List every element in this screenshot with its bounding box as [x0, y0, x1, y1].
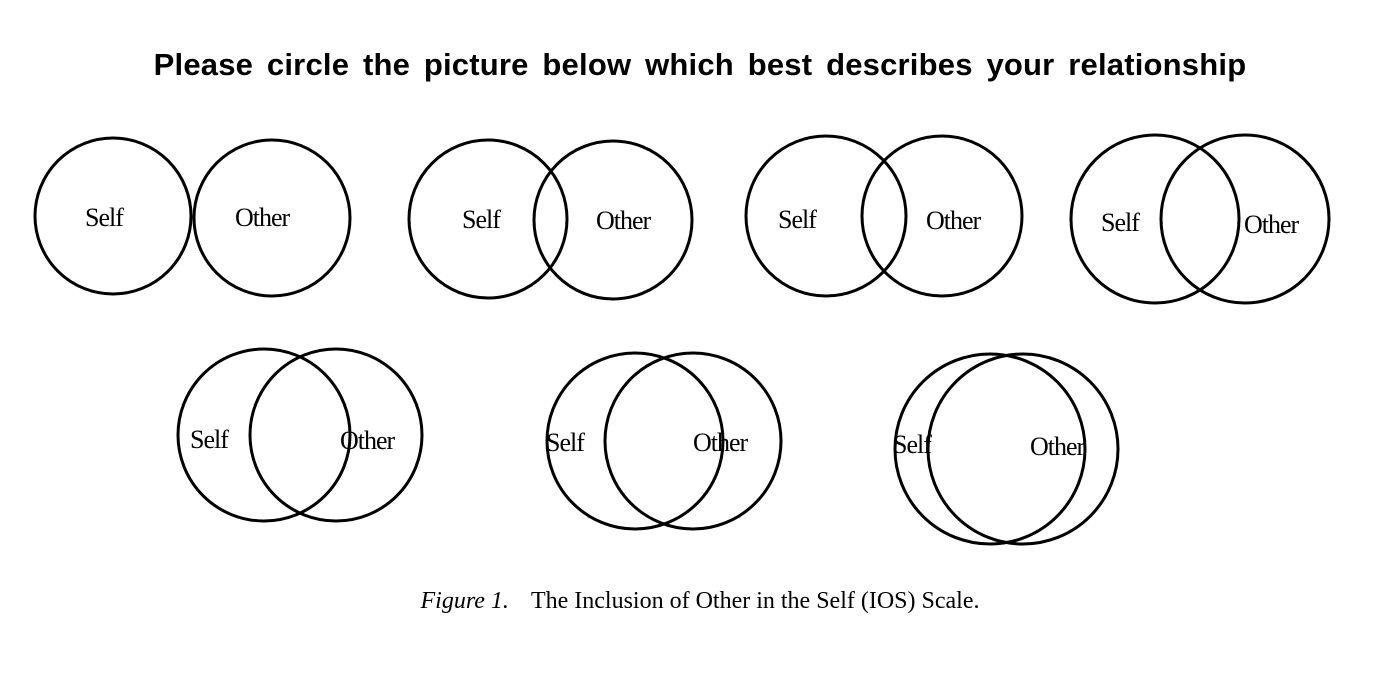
- self-circle: [744, 134, 908, 298]
- instruction-text: Please circle the picture below which be…: [153, 47, 1247, 82]
- caption-text: The Inclusion of Other in the Self (IOS)…: [530, 588, 980, 614]
- self-label: Self: [190, 425, 229, 454]
- ios-option-4[interactable]: Self Other: [1069, 133, 1331, 305]
- ios-option-1[interactable]: Self Other: [33, 136, 352, 298]
- ios-option-7[interactable]: Self Other: [893, 352, 1120, 546]
- self-label: Self: [1101, 208, 1140, 237]
- other-circle: [192, 138, 352, 298]
- figure-label: Figure 1.: [420, 588, 509, 614]
- other-circle: [860, 134, 1024, 298]
- self-circle: [33, 136, 193, 296]
- self-label: Self: [778, 205, 817, 234]
- other-circle: [603, 351, 783, 531]
- other-circle: [926, 352, 1120, 546]
- other-label: Other: [235, 203, 291, 232]
- other-label: Other: [1244, 210, 1300, 239]
- self-label: Self: [546, 428, 585, 457]
- self-label: Self: [85, 203, 124, 232]
- other-circle: [1159, 133, 1331, 305]
- other-label: Other: [596, 206, 652, 235]
- self-circle: [176, 347, 352, 523]
- self-circle: [407, 138, 569, 300]
- other-label: Other: [1030, 432, 1086, 461]
- self-circle: [545, 351, 725, 531]
- self-circle: [893, 352, 1087, 546]
- self-label: Self: [462, 205, 501, 234]
- ios-option-5[interactable]: Self Other: [176, 347, 424, 523]
- other-circle: [248, 347, 424, 523]
- ios-option-3[interactable]: Self Other: [744, 134, 1024, 298]
- ios-option-2[interactable]: Self Other: [407, 138, 694, 301]
- self-circle: [1069, 133, 1241, 305]
- other-circle: [532, 139, 694, 301]
- other-label: Other: [926, 206, 982, 235]
- self-label: Self: [893, 430, 932, 459]
- other-label: Other: [340, 426, 396, 455]
- figure-caption: Figure 1. The Inclusion of Other in the S…: [0, 588, 1400, 615]
- ios-option-6[interactable]: Self Other: [545, 351, 783, 531]
- other-label: Other: [693, 428, 749, 457]
